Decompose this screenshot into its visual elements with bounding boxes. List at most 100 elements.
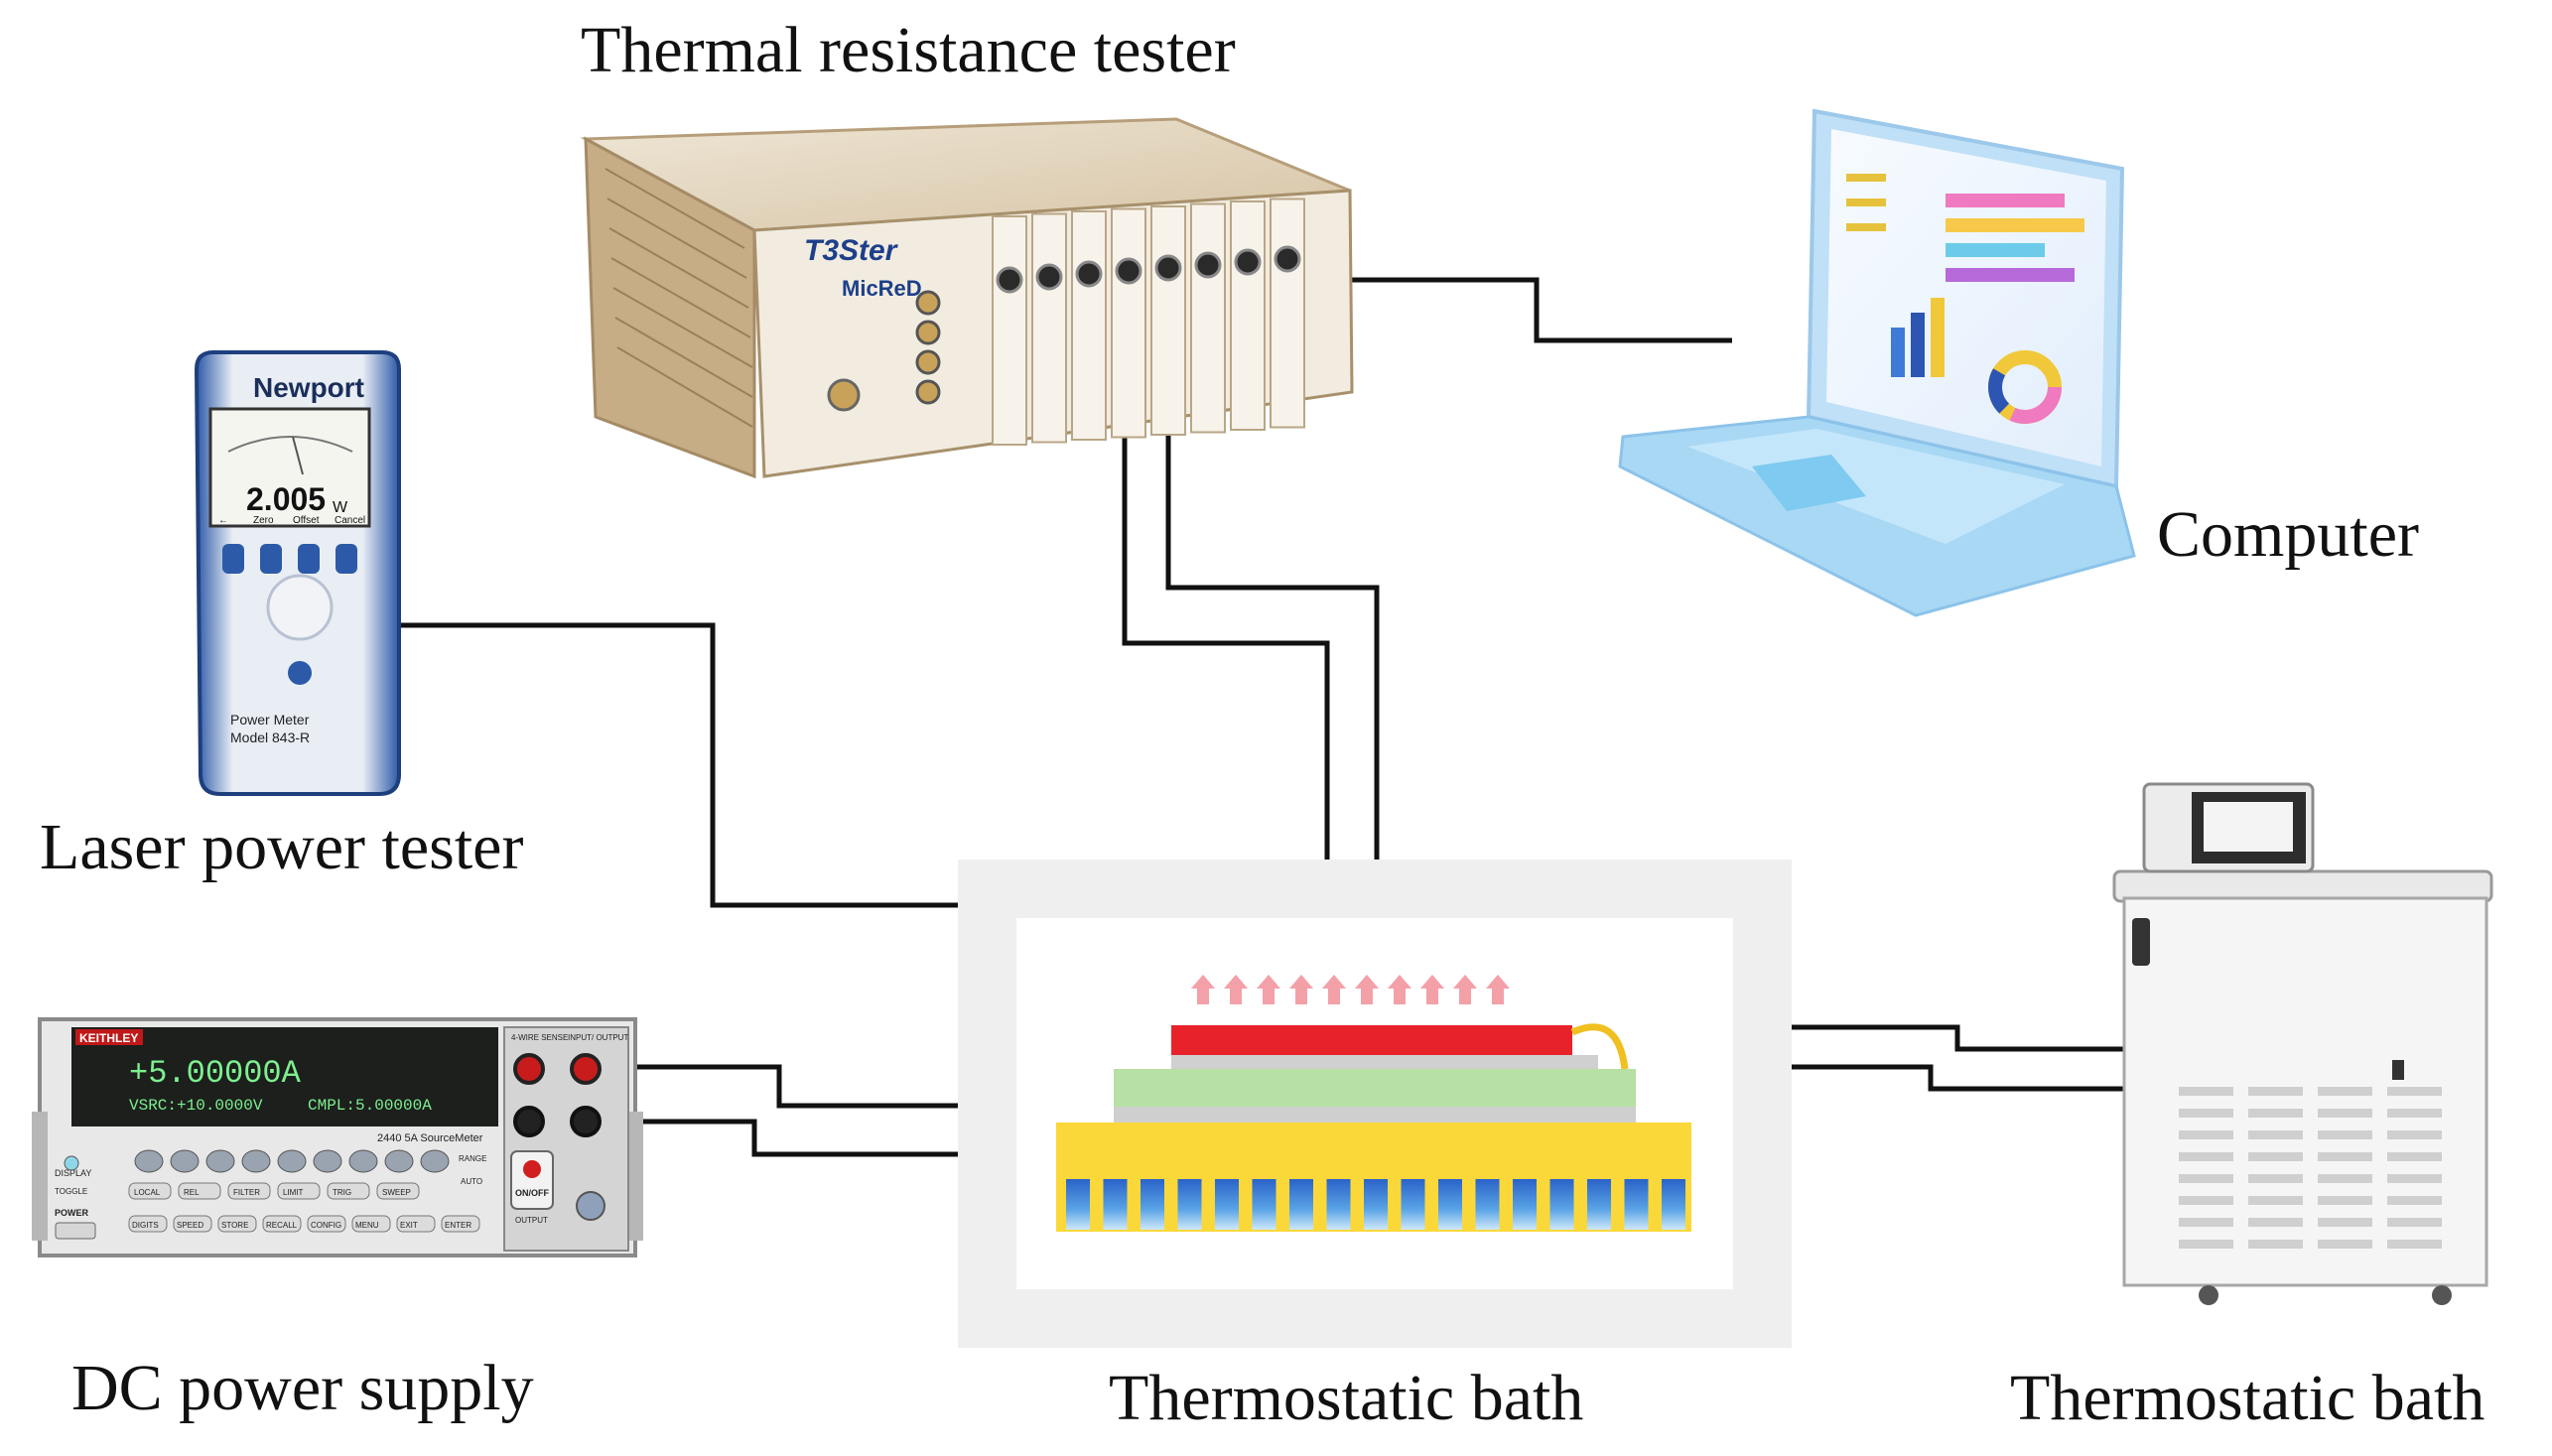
bath-vent-slot: [2387, 1109, 2442, 1118]
bath-vent-slot: [2318, 1130, 2372, 1139]
substrate-layer: [1114, 1069, 1636, 1107]
wire-sourcemeter-to-bath-1: [600, 1064, 958, 1109]
sourcemeter-display-toggle: [64, 1155, 79, 1171]
heatsink-fin: [1066, 1179, 1090, 1230]
bath-unit-wheel-right: [2432, 1285, 2452, 1305]
bath-vent-slot: [2387, 1174, 2442, 1183]
heat-arrow-icon: [1289, 975, 1313, 1004]
sourcemeter-key-label: CONFIG: [311, 1221, 341, 1230]
bath-vent-slot: [2318, 1087, 2372, 1096]
grey-interface-layer: [1114, 1107, 1636, 1123]
heatsink-fin: [1215, 1179, 1239, 1230]
bath-vent-slot: [2318, 1174, 2372, 1183]
tester-connector-4: [915, 379, 941, 405]
auto-label: AUTO: [461, 1177, 482, 1186]
sourcemeter-key: [170, 1149, 200, 1173]
tester-module-slot: [1111, 207, 1146, 439]
tester-module-connector: [1234, 248, 1262, 276]
bath-vent-slot: [2248, 1109, 2303, 1118]
bath-vent-slot: [2387, 1087, 2442, 1096]
sourcemeter-key: [205, 1149, 235, 1173]
wire-tester-to-bath-2: [1165, 352, 1380, 860]
bath-vent-slot: [2179, 1152, 2233, 1161]
thermostatic-bath-schematic: [958, 860, 1792, 1348]
sourcemeter-side-handle-right: [627, 1112, 643, 1241]
laptop-touchpad: [1752, 455, 1866, 511]
thermostatic-bath-unit-icon: [2112, 782, 2493, 1305]
tester-bnc-connector: [827, 378, 861, 412]
sourcemeter-key: [217, 1215, 257, 1233]
sourcemeter-model: 2440 5A SourceMeter: [377, 1132, 483, 1144]
tester-module-slot: [1270, 198, 1305, 429]
sourcemeter-sub-reading-1: VSRC:+10.0000V: [129, 1097, 263, 1115]
tester-module-slot: [1150, 205, 1186, 436]
heat-arrow-icon: [1420, 975, 1444, 1004]
laser-power-meter-device: Newport 2.005 W ← Zero Offset Cancel Pow…: [194, 350, 401, 796]
heatsink-fin: [1326, 1179, 1351, 1230]
heatsink-base: [1056, 1123, 1691, 1176]
tester-modules: [992, 198, 1305, 446]
laptop-screen-dashboard: [1846, 174, 2084, 424]
tester-module-connector: [1274, 245, 1301, 273]
sourcemeter-key-label: MENU: [355, 1221, 379, 1230]
sourcemeter-key-label: SWEEP: [382, 1188, 411, 1197]
sourcemeter-terminal-caption-2: INPUT/ OUTPUT: [568, 1033, 628, 1042]
heat-arrows: [1191, 975, 1510, 1004]
sourcemeter-key: [262, 1215, 302, 1233]
heat-arrow-icon: [1322, 975, 1346, 1004]
heat-arrow-icon: [1388, 975, 1411, 1004]
meter-key-4: [336, 544, 357, 574]
wire-power-meter-to-bath: [399, 622, 958, 908]
tester-module-connector: [1115, 257, 1142, 285]
sourcemeter-key-label: ENTER: [445, 1221, 471, 1230]
heatsink-fin: [1289, 1179, 1313, 1230]
label-thermal-resistance-tester: Thermal resistance tester: [581, 14, 1236, 86]
tester-module-connector: [996, 266, 1023, 294]
heatsink-fin: [1475, 1179, 1500, 1230]
heat-arrow-icon: [1224, 975, 1248, 1004]
tester-module-connector: [1194, 251, 1222, 279]
sourcemeter-key: [313, 1149, 342, 1173]
heatsink-fin: [1438, 1179, 1462, 1230]
bath-vent-slot: [2248, 1218, 2303, 1227]
heatsink-fin: [1364, 1179, 1388, 1230]
heat-arrow-icon: [1486, 975, 1510, 1004]
heatsink-fin: [1141, 1179, 1164, 1230]
sourcemeter-key-label: STORE: [221, 1221, 248, 1230]
tester-module-connector: [1075, 260, 1103, 288]
bath-unit-wheel-left: [2199, 1285, 2218, 1305]
label-dc-power-supply: DC power supply: [71, 1352, 534, 1424]
heatsink-fin: [1513, 1179, 1537, 1230]
label-thermostatic-bath-right: Thermostatic bath: [2010, 1362, 2485, 1434]
tester-connector-2: [915, 320, 941, 345]
tester-module-slot: [992, 215, 1027, 446]
wire-tester-to-bath-1: [1122, 385, 1330, 860]
tester-maker: MicReD: [842, 276, 922, 301]
sourcemeter-key-label: TRIG: [333, 1188, 351, 1197]
bath-vent-slot: [2179, 1240, 2233, 1249]
laptop-screen: [1826, 129, 2106, 466]
heat-arrow-icon: [1453, 975, 1477, 1004]
wire-bath-to-unit-1: [1792, 1024, 2124, 1052]
heatsink-fin: [1177, 1179, 1202, 1230]
dc-power-supply-device: KEITHLEY +5.00000A VSRC:+10.0000V CMPL:5…: [32, 1017, 643, 1257]
meter-key-3: [298, 544, 320, 574]
heat-arrow-icon: [1257, 975, 1280, 1004]
heatsink-fin: [1549, 1179, 1574, 1230]
sourcemeter-key-label: LOCAL: [134, 1188, 161, 1197]
meter-key-2: [260, 544, 282, 574]
meter-unit: W: [333, 499, 348, 516]
sourcemeter-key: [376, 1182, 420, 1200]
meter-navigation-dial: [266, 574, 334, 641]
sourcemeter-key: [441, 1215, 480, 1233]
sense-hi-terminal: [513, 1053, 545, 1085]
heatsink-fin: [1624, 1179, 1649, 1230]
output-on-off-button: [510, 1150, 554, 1210]
bath-vent-slot: [2318, 1109, 2372, 1118]
sourcemeter-toggle-label: TOGGLE: [55, 1187, 87, 1196]
bath-vent-slot: [2318, 1196, 2372, 1205]
sourcemeter-key: [134, 1149, 164, 1173]
laptop-keyboard: [1687, 429, 2065, 544]
meter-softkey-3: Offset: [293, 515, 320, 526]
